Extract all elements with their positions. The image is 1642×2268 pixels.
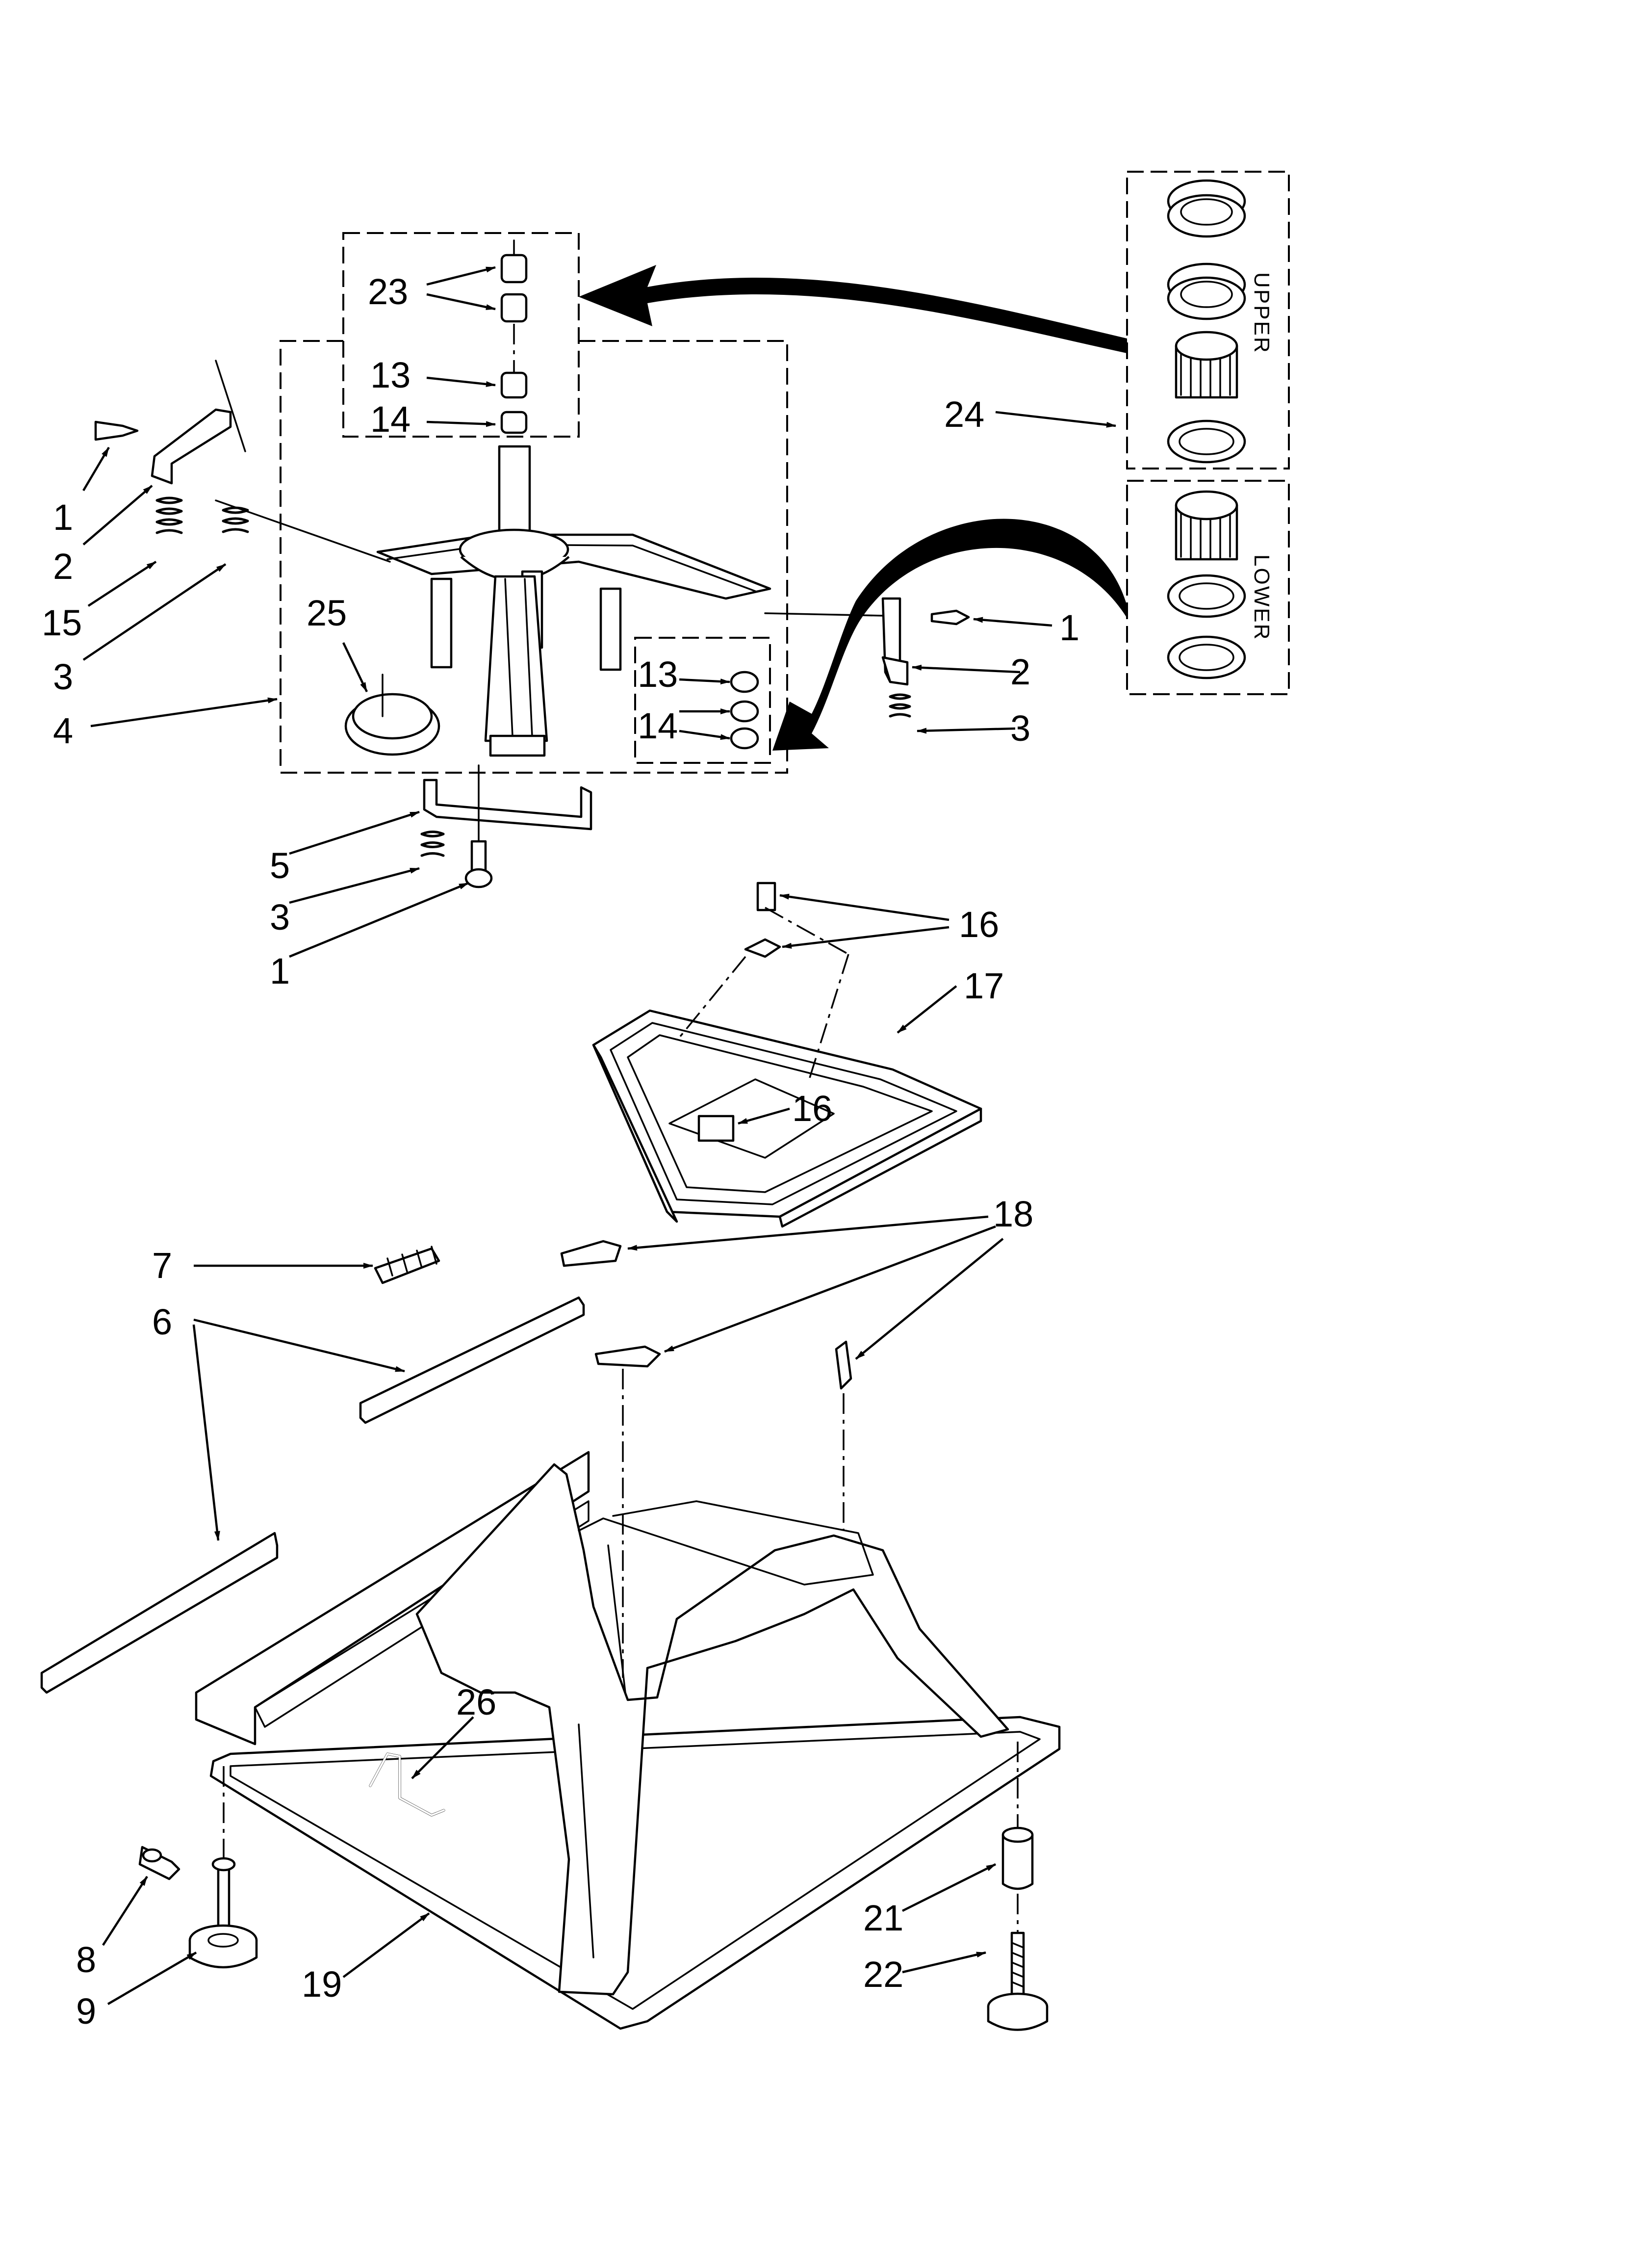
callout-16-top: 16 xyxy=(959,904,999,945)
callout-labels: 23 13 14 24 1 2 15 3 4 25 13 14 1 2 3 5 … xyxy=(42,271,1079,2032)
spring-and-slides xyxy=(40,1246,585,1694)
callout-3-right: 3 xyxy=(1010,708,1030,749)
callout-17: 17 xyxy=(964,965,1004,1006)
lower-kit-arrow xyxy=(772,519,1127,751)
callout-3-left: 3 xyxy=(53,656,73,697)
callout-19: 19 xyxy=(302,1964,342,2005)
hook-part xyxy=(369,1752,445,1817)
callout-3-center: 3 xyxy=(270,897,290,938)
top-frame-assembly xyxy=(592,882,982,1228)
callout-1-right: 1 xyxy=(1059,607,1079,648)
upper-kit-box xyxy=(1126,171,1290,469)
upper-kit-parts xyxy=(1167,179,1246,464)
callout-23: 23 xyxy=(368,271,408,312)
callout-18: 18 xyxy=(993,1194,1033,1234)
callout-14-top: 14 xyxy=(370,399,410,440)
upper-kit-label: UPPER xyxy=(1250,272,1274,354)
callout-8: 8 xyxy=(76,1939,96,1980)
lower-kit-box xyxy=(1126,480,1290,695)
dashed-group-boxes xyxy=(280,171,1290,774)
callout-1-center: 1 xyxy=(270,951,290,991)
callout-2-left: 2 xyxy=(53,546,73,587)
right-bracket-parts xyxy=(881,597,970,718)
snubber-stack-top xyxy=(500,239,528,434)
callout-15: 15 xyxy=(42,602,82,643)
support-assembly-box xyxy=(280,340,788,774)
callout-13-right: 13 xyxy=(638,654,678,695)
leveling-legs xyxy=(138,1742,1049,2031)
ring-part xyxy=(344,674,440,756)
callout-16-frame: 16 xyxy=(792,1088,832,1129)
lower-kit-parts xyxy=(1167,490,1246,679)
left-bracket-parts xyxy=(94,360,249,534)
suspension-assembly xyxy=(215,445,884,757)
snubber-kit-box-top xyxy=(342,232,580,438)
callout-7: 7 xyxy=(152,1245,172,1286)
callout-9: 9 xyxy=(76,1991,96,2032)
callout-22: 22 xyxy=(863,1954,903,1995)
kit-vertical-labels: UPPER LOWER xyxy=(1250,272,1274,641)
callout-25: 25 xyxy=(307,593,347,633)
base-frame xyxy=(195,1451,1061,2030)
snubber-stack-right xyxy=(730,671,759,750)
callout-13-top: 13 xyxy=(370,355,410,395)
suspension-pads xyxy=(560,1240,852,1678)
callout-14-right: 14 xyxy=(638,705,678,746)
center-bracket-parts xyxy=(420,764,592,888)
callout-1-left: 1 xyxy=(53,497,73,538)
callout-21: 21 xyxy=(863,1898,903,1938)
callout-26: 26 xyxy=(456,1682,496,1722)
kit-arrows xyxy=(579,265,1127,751)
callout-6: 6 xyxy=(152,1302,172,1342)
callout-4: 4 xyxy=(53,710,73,751)
snubber-kit-box-right xyxy=(634,637,771,764)
upper-kit-arrow xyxy=(579,265,1127,353)
callout-5: 5 xyxy=(270,845,290,886)
lower-kit-label: LOWER xyxy=(1250,554,1274,641)
leader-lines xyxy=(82,266,1116,2005)
callout-24: 24 xyxy=(944,394,984,435)
callout-2-right: 2 xyxy=(1010,652,1030,692)
